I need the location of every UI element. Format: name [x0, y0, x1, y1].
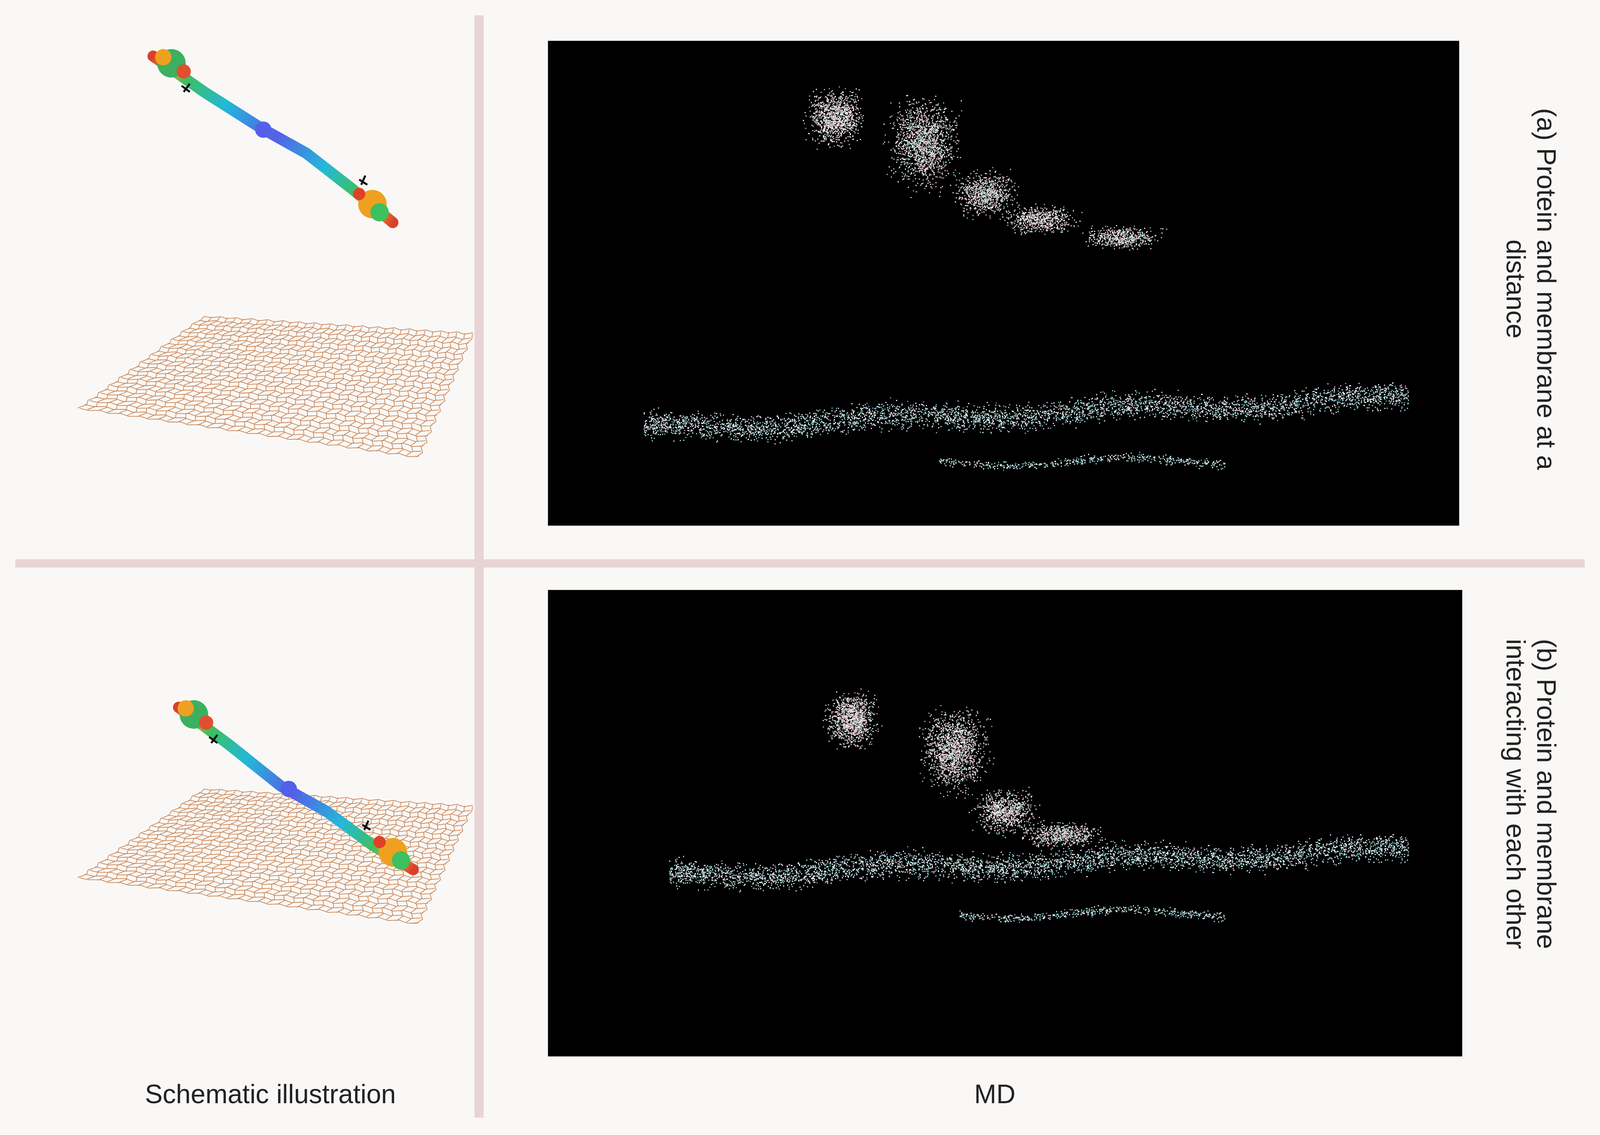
- mesh-lines: [77, 316, 473, 457]
- md-points: [889, 99, 963, 192]
- md-points: [1085, 225, 1164, 248]
- md-points: [972, 786, 1041, 839]
- md-points: [965, 904, 1222, 922]
- mesh-lines: [77, 788, 473, 924]
- md-points: [882, 98, 958, 186]
- md-point-cloud: [668, 688, 1410, 923]
- md-points: [965, 906, 1223, 923]
- divider-horizontal: [15, 559, 1585, 568]
- md-points: [954, 175, 1016, 221]
- md-points: [1006, 206, 1072, 234]
- md-points: [822, 694, 876, 748]
- md-points: [971, 789, 1034, 834]
- md-points: [1025, 821, 1099, 847]
- md-points: [883, 94, 962, 197]
- md-points: [670, 834, 1409, 892]
- column-label: MD: [974, 1078, 1016, 1110]
- md-points: [945, 453, 1221, 470]
- protein-schematic: [177, 699, 414, 870]
- md-points: [920, 710, 995, 799]
- md-points: [805, 86, 863, 147]
- md-points: [919, 704, 994, 792]
- md-points: [643, 381, 1409, 443]
- md-points: [919, 706, 991, 795]
- md-points: [1030, 821, 1107, 849]
- md-points: [1001, 204, 1083, 235]
- md-points: [973, 789, 1036, 835]
- md-points: [669, 833, 1409, 892]
- md-points: [939, 451, 1223, 471]
- md-panel: [547, 40, 1460, 526]
- panel-label: (a) Protein and membrane at a distance: [1500, 75, 1562, 502]
- membrane-mesh: [77, 788, 473, 924]
- md-point-cloud: [643, 86, 1410, 471]
- md-points: [643, 384, 1410, 443]
- membrane-mesh: [77, 316, 473, 457]
- md-panel: [547, 589, 1462, 1057]
- md-points: [959, 906, 1224, 921]
- md-points: [668, 835, 1410, 891]
- md-points: [883, 99, 962, 193]
- md-points: [822, 690, 879, 746]
- md-points: [1018, 821, 1102, 849]
- protein-schematic: [152, 49, 393, 223]
- md-points: [959, 904, 1223, 923]
- column-label: Schematic illustration: [144, 1078, 397, 1110]
- md-points: [939, 452, 1226, 469]
- panel-label: (b) Protein and membrane interacting wit…: [1500, 592, 1562, 996]
- md-points: [1091, 225, 1156, 249]
- md-points: [643, 382, 1409, 444]
- md-points: [955, 167, 1016, 221]
